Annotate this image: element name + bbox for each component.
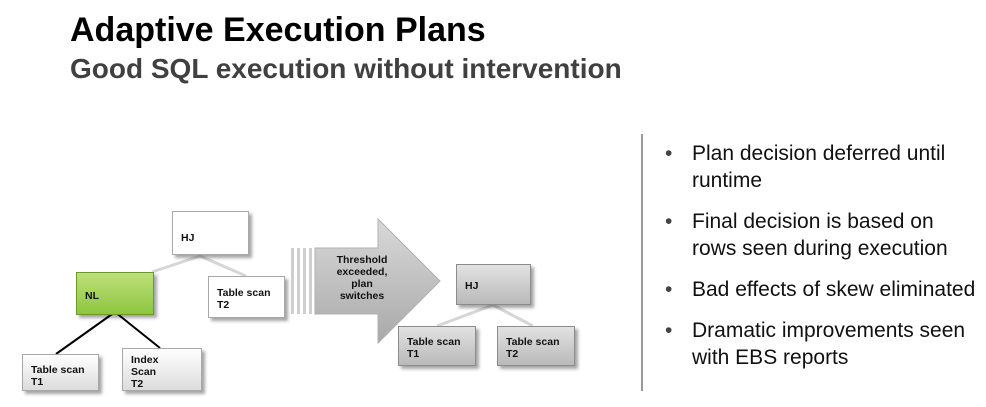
connector-hj-final-right: [492, 303, 534, 328]
bullet-dot-icon: •: [665, 319, 673, 342]
connector-hj-final-left: [436, 303, 494, 328]
node-hj-initial: HJ: [172, 211, 249, 255]
node-tablescan-t2-initial: Table scan T2: [208, 276, 285, 318]
arrow-label: Threshold exceeded, plan switches: [336, 254, 388, 302]
connector-nl-indexscan-t2: [114, 311, 161, 349]
bullet-item: • Plan decision deferred until runtime: [665, 140, 980, 194]
diagram-connectors: [55, 217, 534, 355]
bullet-text: Plan decision deferred until runtime: [692, 142, 946, 192]
node-tablescan-t1-final: Table scan T1: [398, 326, 476, 366]
node-indexscan-t2: Index Scan T2: [122, 348, 202, 391]
bullet-item: • Bad effects of skew eliminated: [665, 276, 980, 303]
connector-hj-tablescan-t2: [199, 254, 247, 278]
node-tablescan-t2-final: Table scan T2: [497, 326, 575, 366]
bullet-dot-icon: •: [665, 278, 673, 301]
node-hj-initial-label: HJ: [181, 232, 195, 244]
node-tablescan-t1-final-label: Table scan T1: [407, 336, 461, 360]
bullet-text: Dramatic improvements seen with EBS repo…: [692, 319, 966, 369]
connector-nl-hj: [151, 254, 201, 274]
page-title: Adaptive Execution Plans: [70, 11, 486, 49]
vertical-divider: [641, 134, 643, 391]
node-tablescan-t1-initial: Table scan T1: [22, 354, 99, 391]
node-indexscan-t2-label: Index Scan T2: [131, 354, 159, 390]
connector-nl-tablescan-t1: [55, 311, 116, 355]
node-nl: NL: [76, 272, 154, 315]
node-tablescan-t2-initial-label: Table scan T2: [217, 287, 271, 311]
node-tablescan-t1-initial-label: Table scan T1: [31, 364, 85, 388]
bullet-text: Bad effects of skew eliminated: [692, 278, 976, 301]
node-hj-final: HJ: [456, 264, 531, 305]
bullet-dot-icon: •: [665, 210, 673, 233]
bullet-list: • Plan decision deferred until runtime • F…: [665, 140, 980, 385]
adaptive-plan-diagram: HJ NL Table scan T2 Table scan T1 Index …: [22, 211, 575, 391]
bullet-item: • Dramatic improvements seen with EBS rep…: [665, 317, 980, 371]
transition-arrow: [291, 217, 441, 345]
bullet-item: • Final decision is based on rows seen du…: [665, 208, 980, 262]
node-hj-final-label: HJ: [465, 280, 479, 292]
bullet-dot-icon: •: [665, 142, 673, 165]
bullet-text: Final decision is based on rows seen dur…: [692, 210, 948, 260]
node-tablescan-t2-final-label: Table scan T2: [506, 336, 560, 360]
page-subtitle: Good SQL execution without intervention: [70, 53, 622, 84]
node-nl-label: NL: [85, 290, 99, 302]
